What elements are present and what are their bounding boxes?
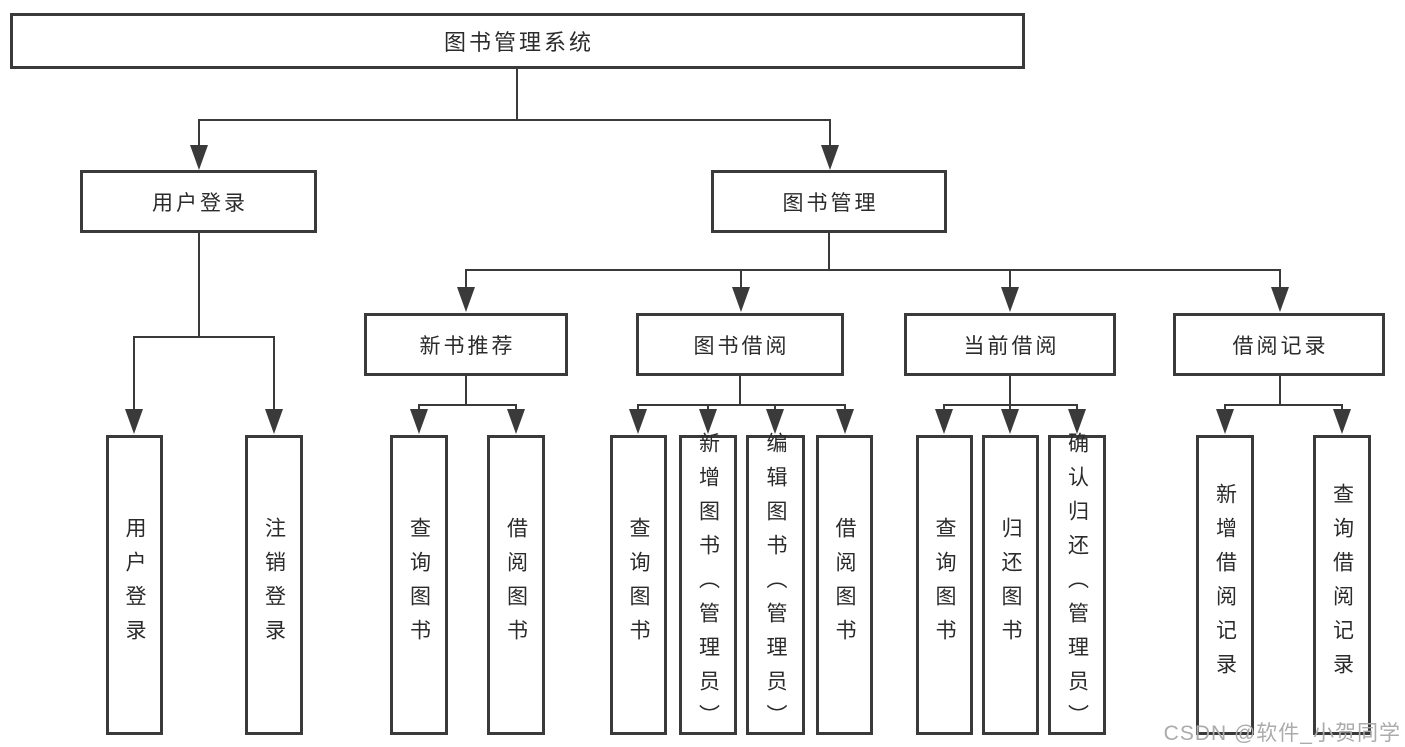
arrow-down-icon [699, 409, 717, 434]
node-label: 用户登录 [123, 517, 146, 653]
connector-line [637, 404, 639, 412]
arrow-down-icon [836, 409, 854, 434]
node-user-login: 用户登录 [80, 170, 317, 233]
node-label: 归还图书 [999, 517, 1022, 653]
arrow-down-icon [1271, 287, 1289, 312]
connector-line [707, 404, 709, 412]
arrow-down-icon [507, 409, 525, 434]
connector-line [515, 404, 517, 412]
arrow-down-icon [457, 287, 475, 312]
connector-line [828, 233, 830, 271]
connector-line [1279, 376, 1281, 406]
node-book-management: 图书管理 [711, 170, 947, 233]
arrow-down-icon [1216, 409, 1234, 434]
arrow-down-icon [1068, 409, 1086, 434]
arrow-down-icon [125, 409, 143, 434]
leaf-query-book-current: 查询图书 [916, 435, 973, 735]
node-borrow-records: 借阅记录 [1173, 313, 1385, 376]
leaf-query-borrow-record: 查询借阅记录 [1313, 435, 1371, 735]
connector-line [1279, 269, 1281, 290]
arrow-down-icon [935, 409, 953, 434]
connector-line [943, 404, 945, 412]
leaf-borrow-book: 借阅图书 [816, 435, 873, 735]
connector-line [1009, 404, 1011, 412]
arrow-down-icon [1333, 409, 1351, 434]
connector-line [1224, 404, 1226, 412]
connector-line [1009, 376, 1011, 406]
leaf-logout: 注销登录 [245, 435, 303, 735]
connector-line [198, 119, 200, 150]
connector-line [133, 336, 275, 338]
node-new-book-recommend: 新书推荐 [364, 313, 568, 376]
node-label: 查询图书 [407, 517, 431, 653]
connector-line [740, 269, 742, 290]
leaf-borrow-book-recommend: 借阅图书 [487, 435, 545, 735]
node-label: 查询借阅记录 [1330, 483, 1354, 687]
connector-line [1341, 404, 1343, 412]
node-label: 新增图书（管理员） [696, 432, 720, 738]
connector-line [1224, 404, 1343, 406]
connector-line [418, 404, 420, 412]
arrow-down-icon [1001, 409, 1019, 434]
connector-line [198, 233, 200, 338]
node-label: 查询图书 [627, 517, 650, 653]
arrow-down-icon [629, 409, 647, 434]
watermark: CSDN @软件_小贺同学 [1163, 722, 1401, 745]
node-label: 借阅图书 [504, 517, 528, 653]
connector-line [1076, 404, 1078, 412]
node-label: 新书推荐 [419, 334, 516, 358]
node-label: 当前借阅 [963, 334, 1060, 358]
connector-line [739, 376, 741, 406]
arrow-down-icon [410, 409, 428, 434]
connector-line [465, 269, 1281, 271]
arrow-down-icon [265, 409, 283, 434]
connector-line [133, 336, 135, 411]
node-label: 图书借阅 [693, 334, 790, 358]
leaf-query-book-borrow: 查询图书 [610, 435, 667, 735]
node-label: 借阅图书 [833, 517, 856, 653]
leaf-confirm-return-admin: 确认归还（管理员） [1048, 432, 1106, 738]
connector-line [198, 119, 831, 121]
connector-line [516, 69, 518, 120]
node-label: 查询图书 [933, 517, 956, 653]
arrow-down-icon [1001, 287, 1019, 312]
arrow-down-icon [766, 409, 784, 434]
arrow-down-icon [821, 145, 839, 170]
leaf-query-book-recommend: 查询图书 [390, 435, 448, 735]
node-label: 用户登录 [152, 191, 248, 215]
leaf-return-book: 归还图书 [982, 435, 1039, 735]
leaf-add-book-admin: 新增图书（管理员） [679, 432, 737, 738]
node-label: 新增借阅记录 [1213, 483, 1237, 687]
node-label: 注销登录 [262, 517, 286, 653]
leaf-edit-book-admin: 编辑图书（管理员） [746, 432, 805, 738]
node-label: 图书管理系统 [443, 30, 594, 55]
node-book-borrow: 图书借阅 [636, 313, 844, 376]
connector-line [774, 404, 776, 412]
leaf-user-login: 用户登录 [106, 435, 163, 735]
node-label: 图书管理 [782, 191, 879, 215]
node-label: 编辑图书（管理员） [764, 432, 787, 738]
connector-line [418, 404, 517, 406]
node-current-borrow: 当前借阅 [904, 313, 1116, 376]
node-library-management-system: 图书管理系统 [10, 13, 1025, 69]
connector-line [844, 404, 846, 412]
connector-line [465, 269, 467, 290]
leaf-add-borrow-record: 新增借阅记录 [1196, 435, 1254, 735]
connector-line [637, 404, 846, 406]
node-label: 借阅记录 [1232, 334, 1329, 358]
connector-line [273, 336, 275, 411]
arrow-down-icon [732, 287, 750, 312]
connector-line [829, 119, 831, 150]
connector-line [1009, 269, 1011, 290]
node-label: 确认归还（管理员） [1065, 432, 1089, 738]
arrow-down-icon [190, 145, 208, 170]
connector-line [465, 376, 467, 406]
